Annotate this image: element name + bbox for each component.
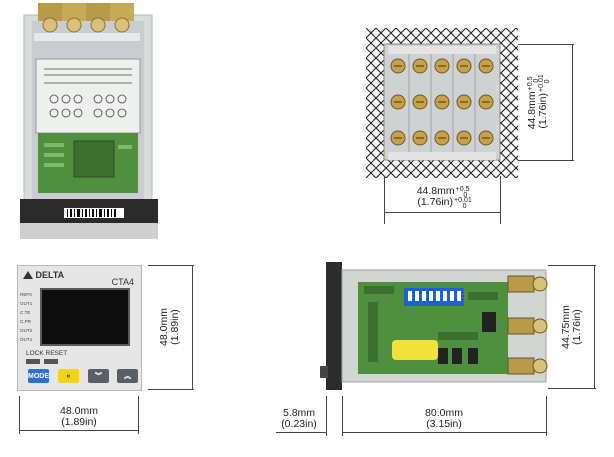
reset-led [44,359,58,364]
display-screen [40,288,130,346]
dim-extension-line [518,44,574,45]
dim-line [192,265,193,389]
panel-cutout-diagram [366,28,526,178]
indicator-ref0: REF0 [20,292,32,297]
chevron-double-up-icon: ︽ [124,373,131,380]
indicator-labels: REF0 OUT1 C.TE C.PR OUT2 OUT1 [20,290,38,344]
dim-extension-line [326,396,327,436]
dim-line [276,432,326,433]
dim-line [342,432,546,433]
model-label: CTA4 [111,277,134,287]
dim-extension-line [548,265,596,266]
dim-line [384,212,500,213]
side-height-dim: 44.75mm (1.76in) [560,305,583,349]
housing-depth-dim: 80.0mm (3.15in) [425,407,463,430]
chevron-double-down-icon: ︾ [95,373,102,380]
dim-extension-line [384,176,385,224]
bezel-depth-dim: 5.8mm (0.23in) [281,407,317,430]
front-width-dim: 48.0mm (1.89in) [60,405,98,428]
front-panel: DELTA CTA4 REF0 OUT1 C.TE C.PR OUT2 OUT1… [17,265,142,391]
dim-extension-line [518,160,574,161]
dim-extension-line [19,396,20,434]
mode-button[interactable]: MODE [28,369,49,383]
down-button[interactable]: ︾ [88,369,109,383]
dim-line [19,430,138,431]
side-view-photo [318,262,554,390]
lock-reset-label: LOCK RESET [26,350,68,357]
cutout-width-dim: 44.8mm+0.5 0 (1.76in)+0.01 0 [416,185,472,211]
cutout-height-dim: 44.8mm+0.5 0 (1.76in)+0.01 0 [526,74,551,130]
brand-logo: DELTA [23,270,64,280]
dim-extension-line [546,396,547,436]
dim-extension-line [148,389,194,390]
dim-line [572,44,573,160]
dim-extension-line [548,388,596,389]
rear-view-photo [14,3,164,241]
indicator-out2: OUT2 [20,328,33,333]
front-height-dim: 48.0mm (1.89in) [158,308,181,346]
dim-extension-line [500,176,501,224]
indicator-cpr: C.PR [20,319,31,324]
dim-extension-line [342,396,343,436]
dim-line [594,265,595,388]
back-button[interactable]: « [58,369,79,383]
chevron-double-left-icon: « [66,372,71,380]
indicator-cte: C.TE [20,310,31,315]
dim-extension-line [138,396,139,434]
up-button[interactable]: ︽ [117,369,138,383]
indicator-out1: OUT1 [20,301,33,306]
lock-led [26,359,40,364]
indicator-out1b: OUT1 [20,337,33,342]
dim-extension-line [148,265,194,266]
